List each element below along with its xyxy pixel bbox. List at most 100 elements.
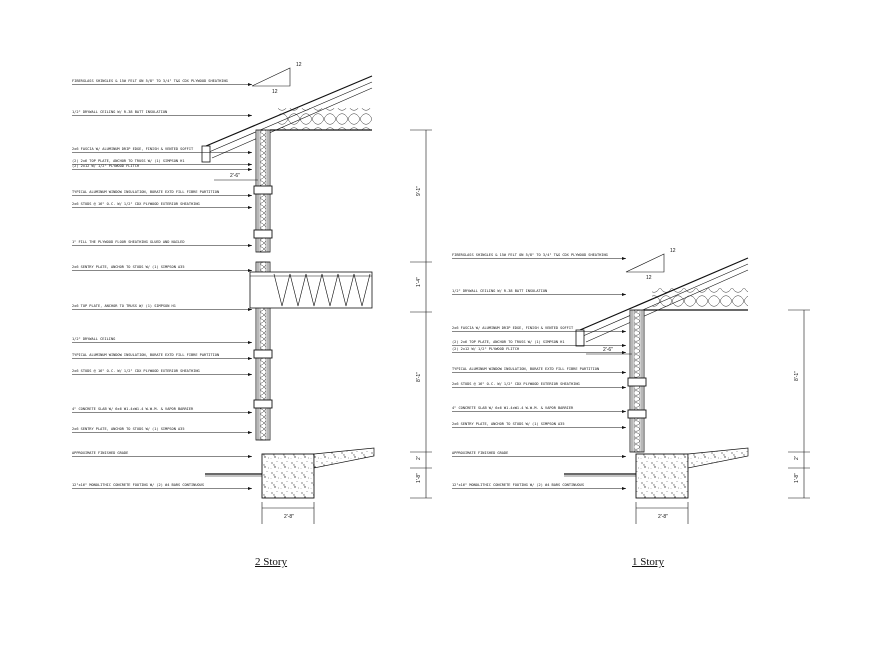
leader-arrow (622, 455, 626, 458)
note-text: 4" CONCRETE SLAB W/ 6x6 W1.4xW1.4 W.W.M.… (72, 407, 194, 411)
slope-indicator: 12 12 (251, 62, 302, 95)
leader-arrow (622, 351, 626, 354)
note-text: 2x6 STUDS @ 16" O.C. W/ 1/2" CDX PLYWOOD… (452, 382, 580, 386)
note-text: 2x6 TOP PLATE, ANCHOR TO TRUSS W/ (1) SI… (72, 304, 176, 308)
note-text: TYPICAL ALUMINUM WINDOW INSULATION, BORA… (72, 190, 219, 194)
note-text: 1/2" DRYWALL CEILING W/ R-38 BATT INSULA… (452, 289, 547, 293)
annotation-notes: FIBERGLASS SHINGLES & 15# FELT ON 5/8" T… (452, 253, 626, 490)
slope-triangle (625, 253, 665, 273)
leader-arrow (248, 341, 252, 344)
leader-arrow (622, 426, 626, 429)
floor-framing (249, 271, 373, 309)
leader-arrow (622, 410, 626, 413)
two-story-caption: 2 Story (255, 556, 288, 568)
leader-arrow (622, 293, 626, 296)
note-text: 2x6 STUDS @ 16" O.C. W/ 1/2" CDX PLYWOOD… (72, 369, 200, 373)
height-dim: 1'-4" (416, 277, 422, 287)
joist-web (337, 273, 355, 307)
leader-arrow (248, 168, 252, 171)
leader-arrow (248, 411, 252, 414)
joist-web (289, 273, 307, 307)
leader-arrow (622, 257, 626, 260)
leader-arrow (248, 151, 252, 154)
leader-arrow (248, 83, 252, 86)
fascia (201, 145, 211, 163)
leader-arrow (622, 344, 626, 347)
one-story-caption: 1 Story (632, 556, 665, 568)
note-text: (2) 2x12 W/ 1/2" PLYWOOD FLITCH (452, 347, 519, 351)
note-text: 1/2" DRYWALL CEILING (72, 337, 115, 341)
leader-arrow (622, 386, 626, 389)
window-header (627, 409, 647, 419)
note-text: FIBERGLASS SHINGLES & 15# FELT ON 5/8" T… (72, 79, 228, 83)
eave-dim: 2'-6" (230, 173, 240, 179)
foundation (564, 447, 749, 499)
note-text: 12"x16" MONOLITHIC CONCRETE FOOTING W/ (… (72, 483, 204, 487)
leader-arrow (248, 373, 252, 376)
note-text: (2) 2x12 W/ 1/2" PLYWOOD FLITCH (72, 164, 139, 168)
leader-arrow (248, 269, 252, 272)
note-text: 2x6 FASCIA W/ ALUMINUM DRIP EDGE, FINISH… (452, 326, 574, 330)
eave-dim: 2'-6" (603, 347, 613, 353)
window-header (253, 399, 273, 409)
note-text: APPROXIMATE FINISHED GRADE (452, 451, 508, 455)
window-header (253, 229, 273, 239)
leader-arrow (248, 308, 252, 311)
concrete-slab (687, 447, 749, 469)
height-dim: 2' (794, 456, 800, 460)
note-text: 4" CONCRETE SLAB W/ 6x6 W1.4xW1.4 W.W.M.… (452, 406, 574, 410)
height-dim: 8'-1" (416, 372, 422, 382)
slope-rise: 12 (296, 62, 302, 68)
floor-joist (249, 271, 373, 309)
vertical-dimensions: 8'-1" 2' 1'-8" (788, 309, 810, 499)
slope-rise: 12 (670, 248, 676, 254)
note-text: 2x6 SENTRY PLATE, ANCHOR TO STUDS W/ (1)… (72, 427, 185, 431)
window-header (253, 185, 273, 195)
vertical-dimensions: 9'-1" 1'-4" 8'-1" 2' 1'-8" (410, 129, 432, 499)
note-text: 2x6 SENTRY PLATE, ANCHOR TO STUDS W/ (1)… (452, 422, 565, 426)
annotation-notes: FIBERGLASS SHINGLES & 15# FELT ON 5/8" T… (72, 79, 252, 490)
one-story-section: 12 12 2'-8" 2'-6" 8'-1" 2' 1'-8" FIBERGLASS SHI… (452, 248, 810, 524)
height-dim: 1'-8" (794, 473, 800, 483)
leader-arrow (248, 357, 252, 360)
concrete-footing (261, 453, 315, 499)
note-text: 12"x16" MONOLITHIC CONCRETE FOOTING W/ (… (452, 483, 584, 487)
note-text: 2x6 FASCIA W/ ALUMINUM DRIP EDGE, FINISH… (72, 147, 194, 151)
footing-width-dim: 2'-8" (658, 514, 668, 520)
leader-arrow (248, 163, 252, 166)
slope-indicator: 12 12 (625, 248, 676, 281)
leader-arrow (248, 431, 252, 434)
height-dim: 8'-1" (794, 371, 800, 381)
fascia (575, 329, 585, 347)
roof-assembly (201, 75, 373, 163)
joist-web (273, 273, 291, 307)
leader-arrow (622, 371, 626, 374)
note-text: 1" FILL THE PLYWOOD FLOOR SHEATHING GLUE… (72, 240, 185, 244)
attic-insulation (652, 288, 748, 310)
note-text: (2) 2x6 TOP PLATE, ANCHOR TO TRUSS W/ (1… (72, 159, 185, 163)
slope-run: 12 (646, 275, 652, 281)
joist-web (305, 273, 323, 307)
height-dim: 1'-8" (416, 473, 422, 483)
joist-web (321, 273, 339, 307)
height-dim: 2' (416, 456, 422, 460)
leader-arrow (248, 114, 252, 117)
note-text: FIBERGLASS SHINGLES & 15# FELT ON 5/8" T… (452, 253, 608, 257)
foundation (205, 447, 375, 499)
attic-insulation (278, 108, 372, 130)
roof-assembly (575, 257, 749, 347)
leader-arrow (248, 487, 252, 490)
leader-arrow (248, 244, 252, 247)
height-dim: 9'-1" (416, 186, 422, 196)
slope-run: 12 (272, 89, 278, 95)
note-text: APPROXIMATE FINISHED GRADE (72, 451, 128, 455)
note-text: TYPICAL ALUMINUM WINDOW INSULATION, BORA… (72, 353, 219, 357)
slope-triangle (251, 67, 291, 87)
leader-arrow (622, 330, 626, 333)
note-text: 1/2" DRYWALL CEILING W/ R-38 BATT INSULA… (72, 110, 167, 114)
concrete-slab (313, 447, 375, 469)
footing-width-dim: 2'-8" (284, 514, 294, 520)
note-text: TYPICAL ALUMINUM WINDOW INSULATION, BORA… (452, 367, 599, 371)
window-header (627, 377, 647, 387)
